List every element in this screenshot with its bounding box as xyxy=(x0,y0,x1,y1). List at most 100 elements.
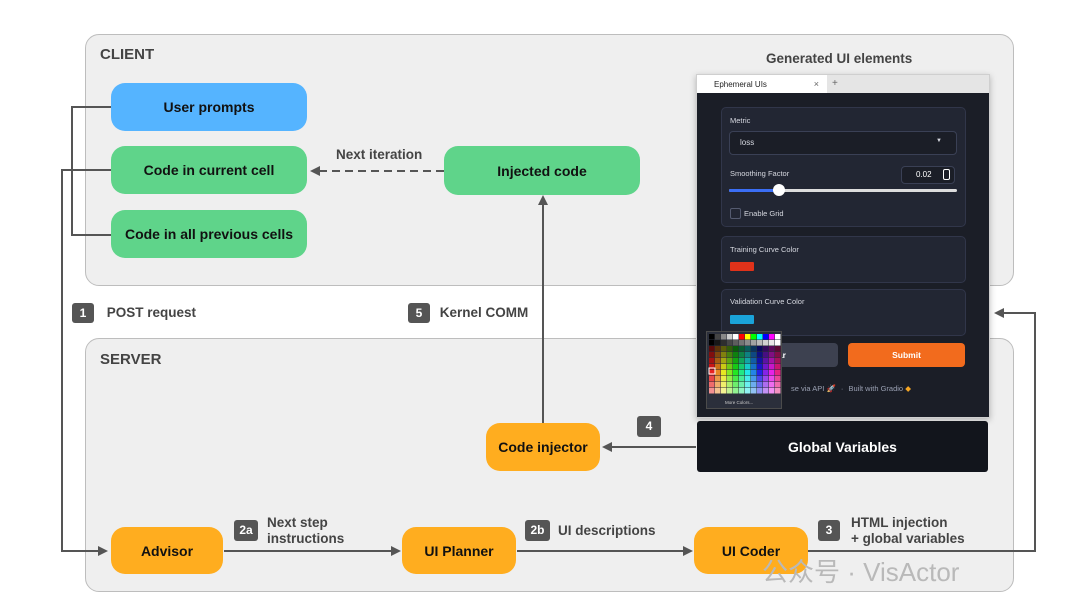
palette-swatch[interactable] xyxy=(739,340,745,346)
palette-swatch[interactable] xyxy=(709,346,715,352)
palette-swatch[interactable] xyxy=(727,388,733,394)
palette-swatch[interactable] xyxy=(751,358,757,364)
palette-swatch[interactable] xyxy=(709,352,715,358)
palette-swatch[interactable] xyxy=(757,340,763,346)
palette-swatch[interactable] xyxy=(769,388,775,394)
palette-swatch[interactable] xyxy=(727,358,733,364)
palette-swatch[interactable] xyxy=(775,388,781,394)
palette-swatch[interactable] xyxy=(715,358,721,364)
palette-swatch[interactable] xyxy=(715,340,721,346)
palette-swatch[interactable] xyxy=(739,376,745,382)
palette-swatch[interactable] xyxy=(739,382,745,388)
palette-swatch[interactable] xyxy=(727,364,733,370)
palette-swatch[interactable] xyxy=(715,382,721,388)
palette-swatch[interactable] xyxy=(739,388,745,394)
palette-swatch[interactable] xyxy=(715,388,721,394)
smoothing-slider[interactable] xyxy=(729,184,957,196)
color-palette-popup[interactable]: More Colors... xyxy=(706,331,782,409)
palette-swatch[interactable] xyxy=(751,352,757,358)
palette-swatch[interactable] xyxy=(715,346,721,352)
palette-swatch[interactable] xyxy=(733,340,739,346)
palette-swatch[interactable] xyxy=(733,388,739,394)
palette-swatch[interactable] xyxy=(763,340,769,346)
color-grid[interactable] xyxy=(707,332,781,408)
palette-swatch[interactable] xyxy=(727,370,733,376)
palette-swatch[interactable] xyxy=(763,364,769,370)
palette-swatch[interactable] xyxy=(775,370,781,376)
palette-swatch[interactable] xyxy=(751,370,757,376)
palette-swatch[interactable] xyxy=(763,358,769,364)
palette-swatch[interactable] xyxy=(745,334,751,340)
palette-swatch[interactable] xyxy=(733,364,739,370)
palette-swatch[interactable] xyxy=(733,376,739,382)
palette-swatch[interactable] xyxy=(715,352,721,358)
palette-swatch[interactable] xyxy=(763,376,769,382)
palette-swatch[interactable] xyxy=(739,334,745,340)
palette-swatch[interactable] xyxy=(733,346,739,352)
palette-swatch[interactable] xyxy=(757,352,763,358)
palette-swatch[interactable] xyxy=(709,382,715,388)
palette-swatch[interactable] xyxy=(751,382,757,388)
palette-swatch[interactable] xyxy=(727,352,733,358)
palette-swatch[interactable] xyxy=(763,346,769,352)
palette-swatch[interactable] xyxy=(721,388,727,394)
palette-swatch[interactable] xyxy=(769,358,775,364)
submit-button[interactable]: Submit xyxy=(848,343,965,367)
palette-swatch[interactable] xyxy=(733,358,739,364)
footer-api-link[interactable]: se via API xyxy=(791,384,825,393)
palette-swatch[interactable] xyxy=(721,358,727,364)
palette-swatch[interactable] xyxy=(727,376,733,382)
palette-swatch[interactable] xyxy=(745,370,751,376)
palette-swatch[interactable] xyxy=(751,364,757,370)
palette-swatch[interactable] xyxy=(739,358,745,364)
plus-icon[interactable]: + xyxy=(832,78,838,89)
palette-swatch[interactable] xyxy=(769,340,775,346)
palette-swatch[interactable] xyxy=(769,376,775,382)
palette-swatch[interactable] xyxy=(763,370,769,376)
palette-swatch[interactable] xyxy=(775,364,781,370)
palette-swatch[interactable] xyxy=(775,352,781,358)
palette-swatch[interactable] xyxy=(751,376,757,382)
palette-swatch[interactable] xyxy=(733,334,739,340)
palette-swatch[interactable] xyxy=(769,352,775,358)
palette-swatch[interactable] xyxy=(763,388,769,394)
palette-swatch[interactable] xyxy=(769,370,775,376)
palette-swatch[interactable] xyxy=(757,382,763,388)
palette-swatch[interactable] xyxy=(709,340,715,346)
palette-swatch[interactable] xyxy=(709,370,715,376)
metric-dropdown[interactable]: loss ▼ xyxy=(729,131,957,155)
more-colors-link[interactable]: More Colors... xyxy=(725,400,754,405)
palette-swatch[interactable] xyxy=(763,334,769,340)
palette-swatch[interactable] xyxy=(769,364,775,370)
training-color-swatch[interactable] xyxy=(730,262,754,271)
palette-swatch[interactable] xyxy=(757,370,763,376)
palette-swatch[interactable] xyxy=(775,334,781,340)
palette-swatch[interactable] xyxy=(757,388,763,394)
palette-swatch[interactable] xyxy=(727,334,733,340)
palette-swatch[interactable] xyxy=(745,388,751,394)
palette-swatch[interactable] xyxy=(721,340,727,346)
palette-swatch[interactable] xyxy=(751,334,757,340)
palette-swatch[interactable] xyxy=(757,358,763,364)
palette-swatch[interactable] xyxy=(775,382,781,388)
palette-swatch[interactable] xyxy=(721,334,727,340)
validation-color-swatch[interactable] xyxy=(730,315,754,324)
palette-swatch[interactable] xyxy=(745,376,751,382)
palette-swatch[interactable] xyxy=(775,346,781,352)
palette-swatch[interactable] xyxy=(721,364,727,370)
palette-swatch[interactable] xyxy=(751,388,757,394)
palette-swatch[interactable] xyxy=(757,346,763,352)
palette-swatch[interactable] xyxy=(769,346,775,352)
palette-swatch[interactable] xyxy=(709,358,715,364)
palette-swatch[interactable] xyxy=(751,340,757,346)
palette-swatch[interactable] xyxy=(745,340,751,346)
palette-swatch[interactable] xyxy=(715,364,721,370)
palette-swatch[interactable] xyxy=(733,370,739,376)
tab-ephemeral-uis[interactable]: Ephemeral UIs × xyxy=(697,75,827,93)
palette-swatch[interactable] xyxy=(775,358,781,364)
close-icon[interactable]: × xyxy=(813,79,819,89)
palette-swatch[interactable] xyxy=(721,370,727,376)
palette-swatch[interactable] xyxy=(727,382,733,388)
palette-swatch[interactable] xyxy=(745,358,751,364)
palette-swatch[interactable] xyxy=(715,376,721,382)
